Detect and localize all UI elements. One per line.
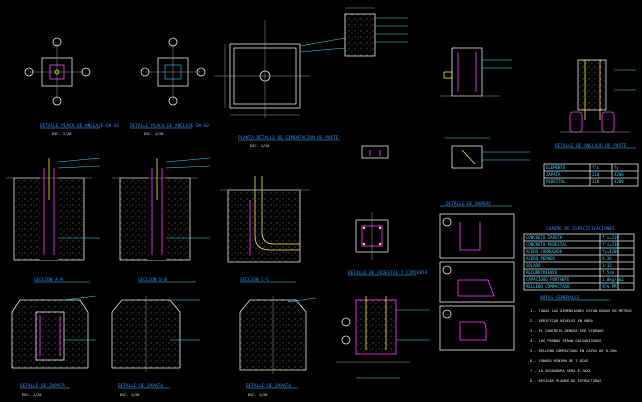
spec-row3-val: A-36 [602, 256, 612, 261]
elev-right-title: DETALLE DE ANCLAJE DE POSTE [555, 143, 627, 149]
spec-row7-val: 95% PM [602, 284, 617, 289]
note-1: 2.- VERIFICAR NIVELES EN OBRA [530, 319, 594, 323]
note-4: 5.- RELLENO COMPACTADO EN CAPAS DE 0.20m [530, 349, 617, 353]
footing-3: DETALLE DE ZAPATA ESC. 1/20 [239, 296, 317, 397]
elevation-detail-right: DETALLE DE ANCLAJE DE POSTE [555, 59, 636, 149]
note-3: 4.- LOS PERNOS SERAN GALVANIZADOS [530, 339, 601, 343]
small-table-r1c2: 4200 [614, 179, 624, 184]
section-a: SECCION A-A [6, 157, 101, 283]
sec1-title: SECCION A-A [34, 277, 63, 283]
small-table-r0c2: 4200 [614, 172, 624, 177]
spec-row2-val: fy=4200 [602, 249, 619, 254]
small-table-h2: fy [614, 165, 619, 170]
pedestal-title: DETALLE DE PEDESTAL Y CIMIENTO [348, 270, 428, 276]
note-0: 1.- TODAS LAS DIMENSIONES ESTAN DADAS EN… [530, 309, 632, 313]
small-table: ELEMENTO f'c fy ZAPATA 210 4200 PEDESTAL… [543, 163, 639, 187]
foot1-scale: ESC. 1/20 [22, 393, 41, 397]
spec-row2-name: ACERO CORRUGADO [526, 249, 563, 254]
detail-hatch-box [344, 7, 408, 57]
spec-table: CUADRO DE ESPECIFICACIONES CONCRETO ZAPA… [523, 226, 635, 291]
foot3-title: DETALLE DE ZAPATA [246, 383, 291, 389]
spec-row3-name: ACERO PERNOS [526, 256, 555, 261]
note-5: 6.- CURADO MINIMO DE 7 DIAS [530, 359, 588, 363]
spec-row0-name: CONCRETO ZAPATA [526, 235, 563, 240]
note-7: 8.- REVISAR PLANOS DE ESTRUCTURAS [530, 379, 601, 383]
spec-row0-val: f'c=210 [602, 235, 619, 240]
plan1-scale: ESC. 1/20 [52, 132, 71, 136]
note-2: 3.- EL CONCRETO DEBERA SER VIBRADO [530, 329, 604, 333]
small-table-r0c0: ZAPATA [546, 172, 561, 177]
notes-block: NOTAS GENERALES 1.- TODAS LAS DIMENSIONE… [530, 295, 632, 383]
spec-row5-name: RECUBRIMIENTO [526, 270, 558, 275]
footing-1: DETALLE DE ZAPATA ESC. 1/20 [11, 295, 97, 397]
plan1-title: DETALLE PLACA DE ANCLAJE DA-01 [40, 123, 120, 129]
plan2-title: DETALLE PLACA DE ANCLAJE DA-02 [130, 123, 210, 129]
plan3-title: PLANTA DETALLE DE CIMENTACION DE POSTE [238, 135, 339, 141]
plan2-scale: ESC. 1/20 [144, 132, 163, 136]
small-table-r1c1: 210 [592, 179, 600, 184]
foot2-scale: ESC. 1/20 [120, 393, 139, 397]
spec-row4-val: 1:12 [602, 263, 612, 268]
small-detail-center [361, 145, 530, 169]
spec-row1-name: CONCRETO PEDESTAL [526, 242, 568, 247]
spec-row1-val: f'c=210 [602, 242, 619, 247]
sec2-title: SECCION B-B [138, 277, 167, 283]
section-b: SECCION B-B [112, 157, 211, 283]
spec-row5-val: 7.5cm [602, 270, 615, 275]
anchor-section [336, 296, 430, 379]
spec-table-title: CUADRO DE ESPECIFICACIONES [546, 226, 615, 232]
small-table-r1c0: PEDESTAL [546, 179, 566, 184]
plan-detail-2: DETALLE PLACA DE ANCLAJE DA-02 ESC. 1/20 [130, 37, 210, 136]
notes-title: NOTAS GENERALES [540, 295, 580, 301]
foot1-title: DETALLE DE ZAPATA [20, 383, 65, 389]
plan-detail-3: PLANTA DETALLE DE CIMENTACION DE POSTE E… [214, 20, 346, 148]
bars-detail: DETALLE DE BARRAS [439, 201, 515, 351]
foot2-title: DETALLE DE ZAPATA [118, 383, 163, 389]
small-table-h1: f'c [592, 165, 600, 170]
bars-title: DETALLE DE BARRAS [446, 201, 491, 207]
note-6: 7.- LA SOLDADURA SERA E-70XX [530, 369, 591, 373]
elevation-detail-small [440, 47, 512, 139]
spec-row6-name: CAPACIDAD PORTANTE [526, 277, 570, 282]
small-table-h0: ELEMENTO [546, 165, 566, 170]
footing-2: DETALLE DE ZAPATA ESC. 1/20 [111, 296, 200, 397]
section-c: SECCION C-C [220, 176, 310, 283]
spec-row4-name: SOLADO [526, 263, 541, 268]
spec-row6-val: 1.0kg/cm2 [602, 277, 624, 282]
small-table-r0c1: 210 [592, 172, 600, 177]
spec-row7-name: RELLENO COMPACTADO [526, 284, 570, 289]
pedestal-detail: DETALLE DE PEDESTAL Y CIMIENTO [348, 212, 428, 276]
foot3-scale: ESC. 1/20 [248, 393, 267, 397]
plan-detail-1: DETALLE PLACA DE ANCLAJE DA-01 ESC. 1/20 [24, 37, 120, 136]
sec3-title: SECCION C-C [240, 277, 269, 283]
plan3-scale: ESC. 1/20 [250, 144, 269, 148]
